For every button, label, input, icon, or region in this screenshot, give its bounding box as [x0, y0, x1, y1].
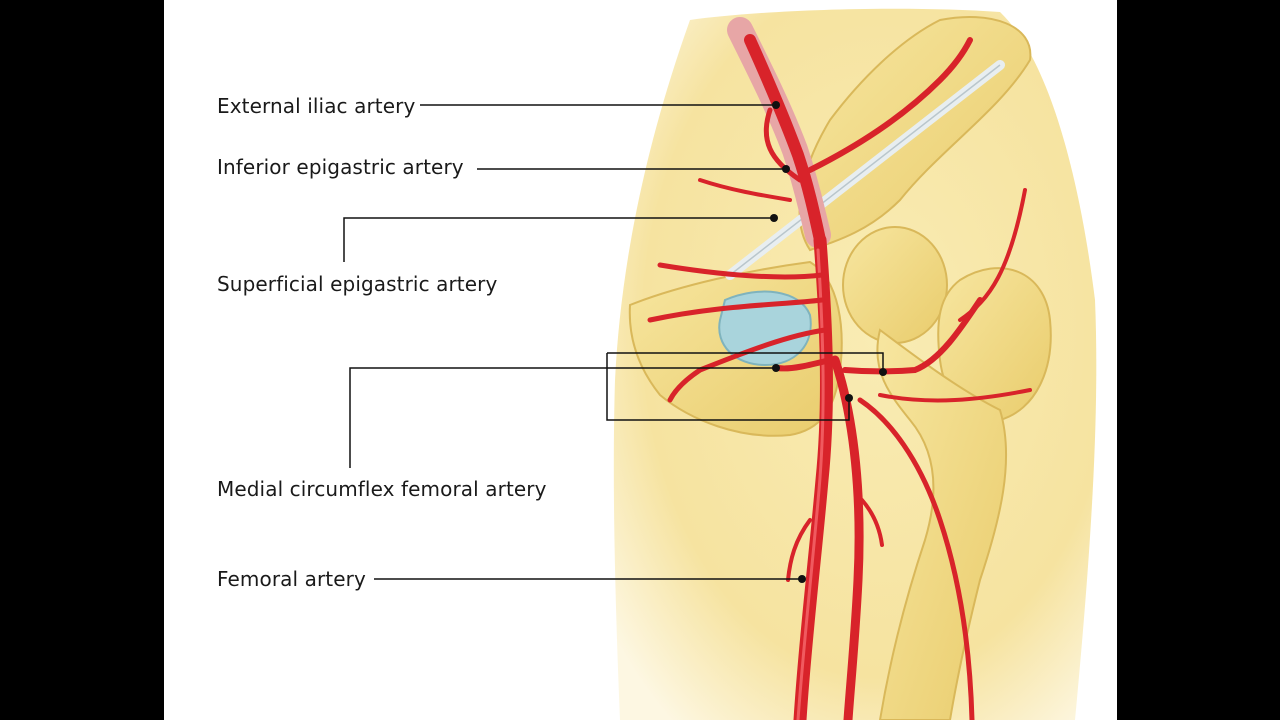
obturator-branch [667, 327, 828, 403]
ascending-branch [958, 188, 1027, 322]
label-medial-circumflex-femoral-artery: Medial circumflex femoral artery [217, 477, 547, 501]
dot-highlight-lower [845, 394, 853, 402]
external-iliac-artery-vessel [744, 34, 826, 246]
dot-inferior-epigastric [782, 165, 790, 173]
inguinal-ligament-edge [729, 64, 1001, 276]
leader-lines [343, 104, 802, 580]
leader-medial-circumflex [349, 367, 776, 468]
label-inferior-epigastric-artery: Inferior epigastric artery [217, 155, 464, 179]
femoral-artery-highlight [796, 248, 825, 720]
muscular-branch [786, 518, 812, 582]
muscular-branch-2 [860, 498, 884, 547]
dot-femoral [798, 575, 806, 583]
pudendal-branch-1 [657, 262, 825, 280]
dot-external-iliac [772, 101, 780, 109]
lateral-circumflex-vessel [842, 297, 983, 375]
label-femoral-artery: Femoral artery [217, 567, 366, 591]
leader-dots [770, 101, 887, 583]
greater-trochanter [937, 267, 1052, 422]
highlight-box [606, 352, 884, 421]
superficial-branch-left [698, 178, 792, 202]
leader-superficial-epigastric [343, 217, 774, 262]
label-superficial-epigastric-artery: Superficial epigastric artery [217, 272, 498, 296]
diagram-panel: External iliac artery Inferior epigastri… [164, 0, 1117, 720]
descending-branch [857, 397, 975, 720]
epigastric-branch [763, 107, 803, 183]
femoral-artery-vessel [793, 233, 833, 720]
anatomy-illustration [343, 8, 1097, 720]
dot-medial-circumflex [772, 364, 780, 372]
femoral-head [842, 226, 948, 344]
pudendal-branch-2 [647, 297, 825, 323]
dot-superficial-epigastric [770, 214, 778, 222]
circumflex-iliac-branch [807, 37, 973, 173]
trochanteric-branch [878, 388, 1032, 403]
dot-highlight-right [879, 368, 887, 376]
medial-circumflex-vessel [775, 357, 833, 372]
obturator-foramen [718, 290, 812, 367]
label-external-iliac-artery: External iliac artery [217, 94, 416, 118]
